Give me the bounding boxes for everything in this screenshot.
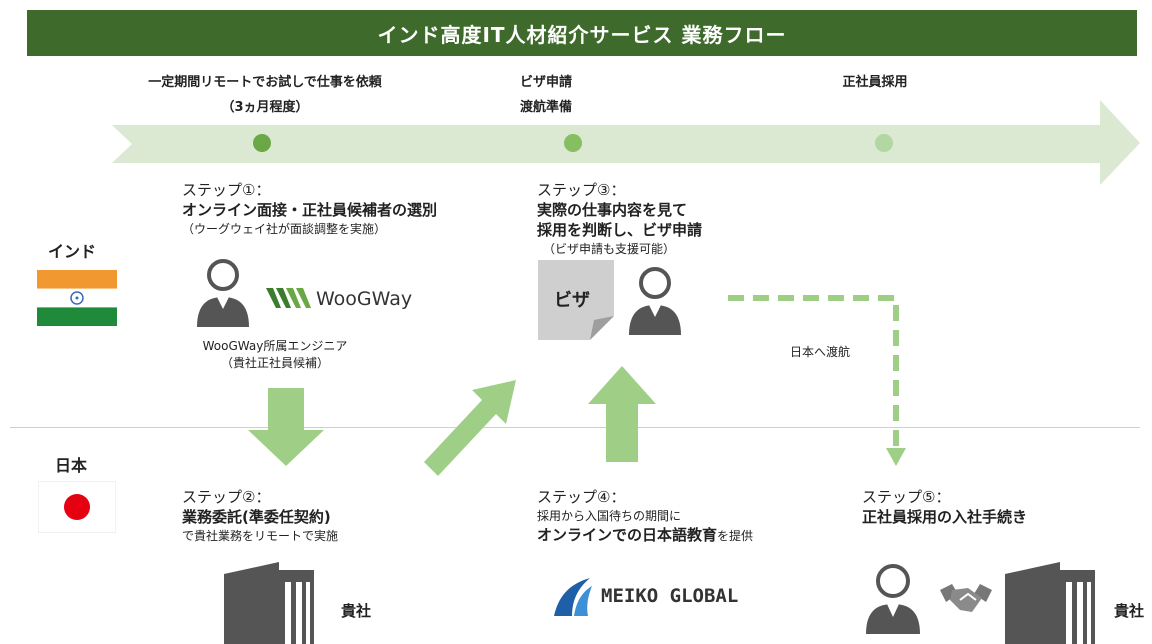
- company-label: 貴社: [1114, 602, 1145, 620]
- travel-label: 日本へ渡航: [790, 345, 851, 359]
- japan-flag-icon: [38, 481, 116, 533]
- step-4-bold: オンラインでの日本語教育: [537, 526, 718, 544]
- down-arrow: [248, 388, 324, 466]
- new-employee-person-icon: [866, 564, 920, 634]
- engineer-person-icon: [197, 259, 249, 327]
- country-japan-label: 日本: [55, 456, 88, 475]
- client-label: 貴社: [341, 602, 372, 620]
- country-divider: [10, 427, 1140, 428]
- phase-hire: 正社員採用: [842, 75, 908, 90]
- step-3: ステップ③： 実際の仕事内容を見て 採用を判断し、ビザ申請 （ビザ申請も支援可能…: [537, 181, 703, 256]
- visa-document-icon: [538, 260, 614, 340]
- meiko-logo-text: MEIKO GLOBAL: [601, 585, 739, 607]
- step-4: ステップ④： 採用から入国待ちの期間に オンラインでの日本語教育を提供: [537, 488, 754, 544]
- step-2: ステップ②： 業務委託(準委任契約) で貴社業務をリモートで実施: [182, 488, 339, 543]
- visa-document-label: ビザ: [554, 290, 590, 311]
- woogway-logo-text: WooGWay: [316, 288, 413, 310]
- handshake-icon: [940, 584, 992, 612]
- timeline-dot-1: [253, 134, 271, 152]
- engineer-caption: WooGWay所属エンジニア （貴社正社員候補）: [202, 339, 348, 370]
- timeline-dot-3: [875, 134, 893, 152]
- company-building-icon: [1005, 562, 1095, 644]
- diagonal-arrow: [424, 380, 516, 476]
- client-building-icon: [224, 562, 314, 644]
- country-india-label: インド: [48, 242, 97, 261]
- timeline-arrow: [112, 100, 1140, 185]
- up-arrow: [588, 366, 656, 462]
- woogway-logo-icon: [266, 288, 311, 308]
- meiko-logo-icon: [554, 578, 592, 616]
- step-1: ステップ①： オンライン面接・正社員候補者の選別 （ウーグウェイ社が面談調整を実…: [182, 181, 438, 236]
- page-title: インド高度IT人材紹介サービス 業務フロー: [27, 10, 1137, 56]
- phase-trial: 一定期間リモートでお試しで仕事を依頼 （3ヵ月程度）: [148, 75, 382, 115]
- india-flag-icon: [37, 270, 117, 326]
- travel-dashed-arrow: [728, 295, 906, 466]
- phase-visa: ビザ申請 渡航準備: [520, 75, 573, 115]
- step-5: ステップ⑤： 正社員採用の入社手続き: [862, 488, 1028, 526]
- candidate-person-icon: [629, 267, 681, 335]
- timeline-dot-2: [564, 134, 582, 152]
- step-4-suffix: を提供: [717, 529, 754, 543]
